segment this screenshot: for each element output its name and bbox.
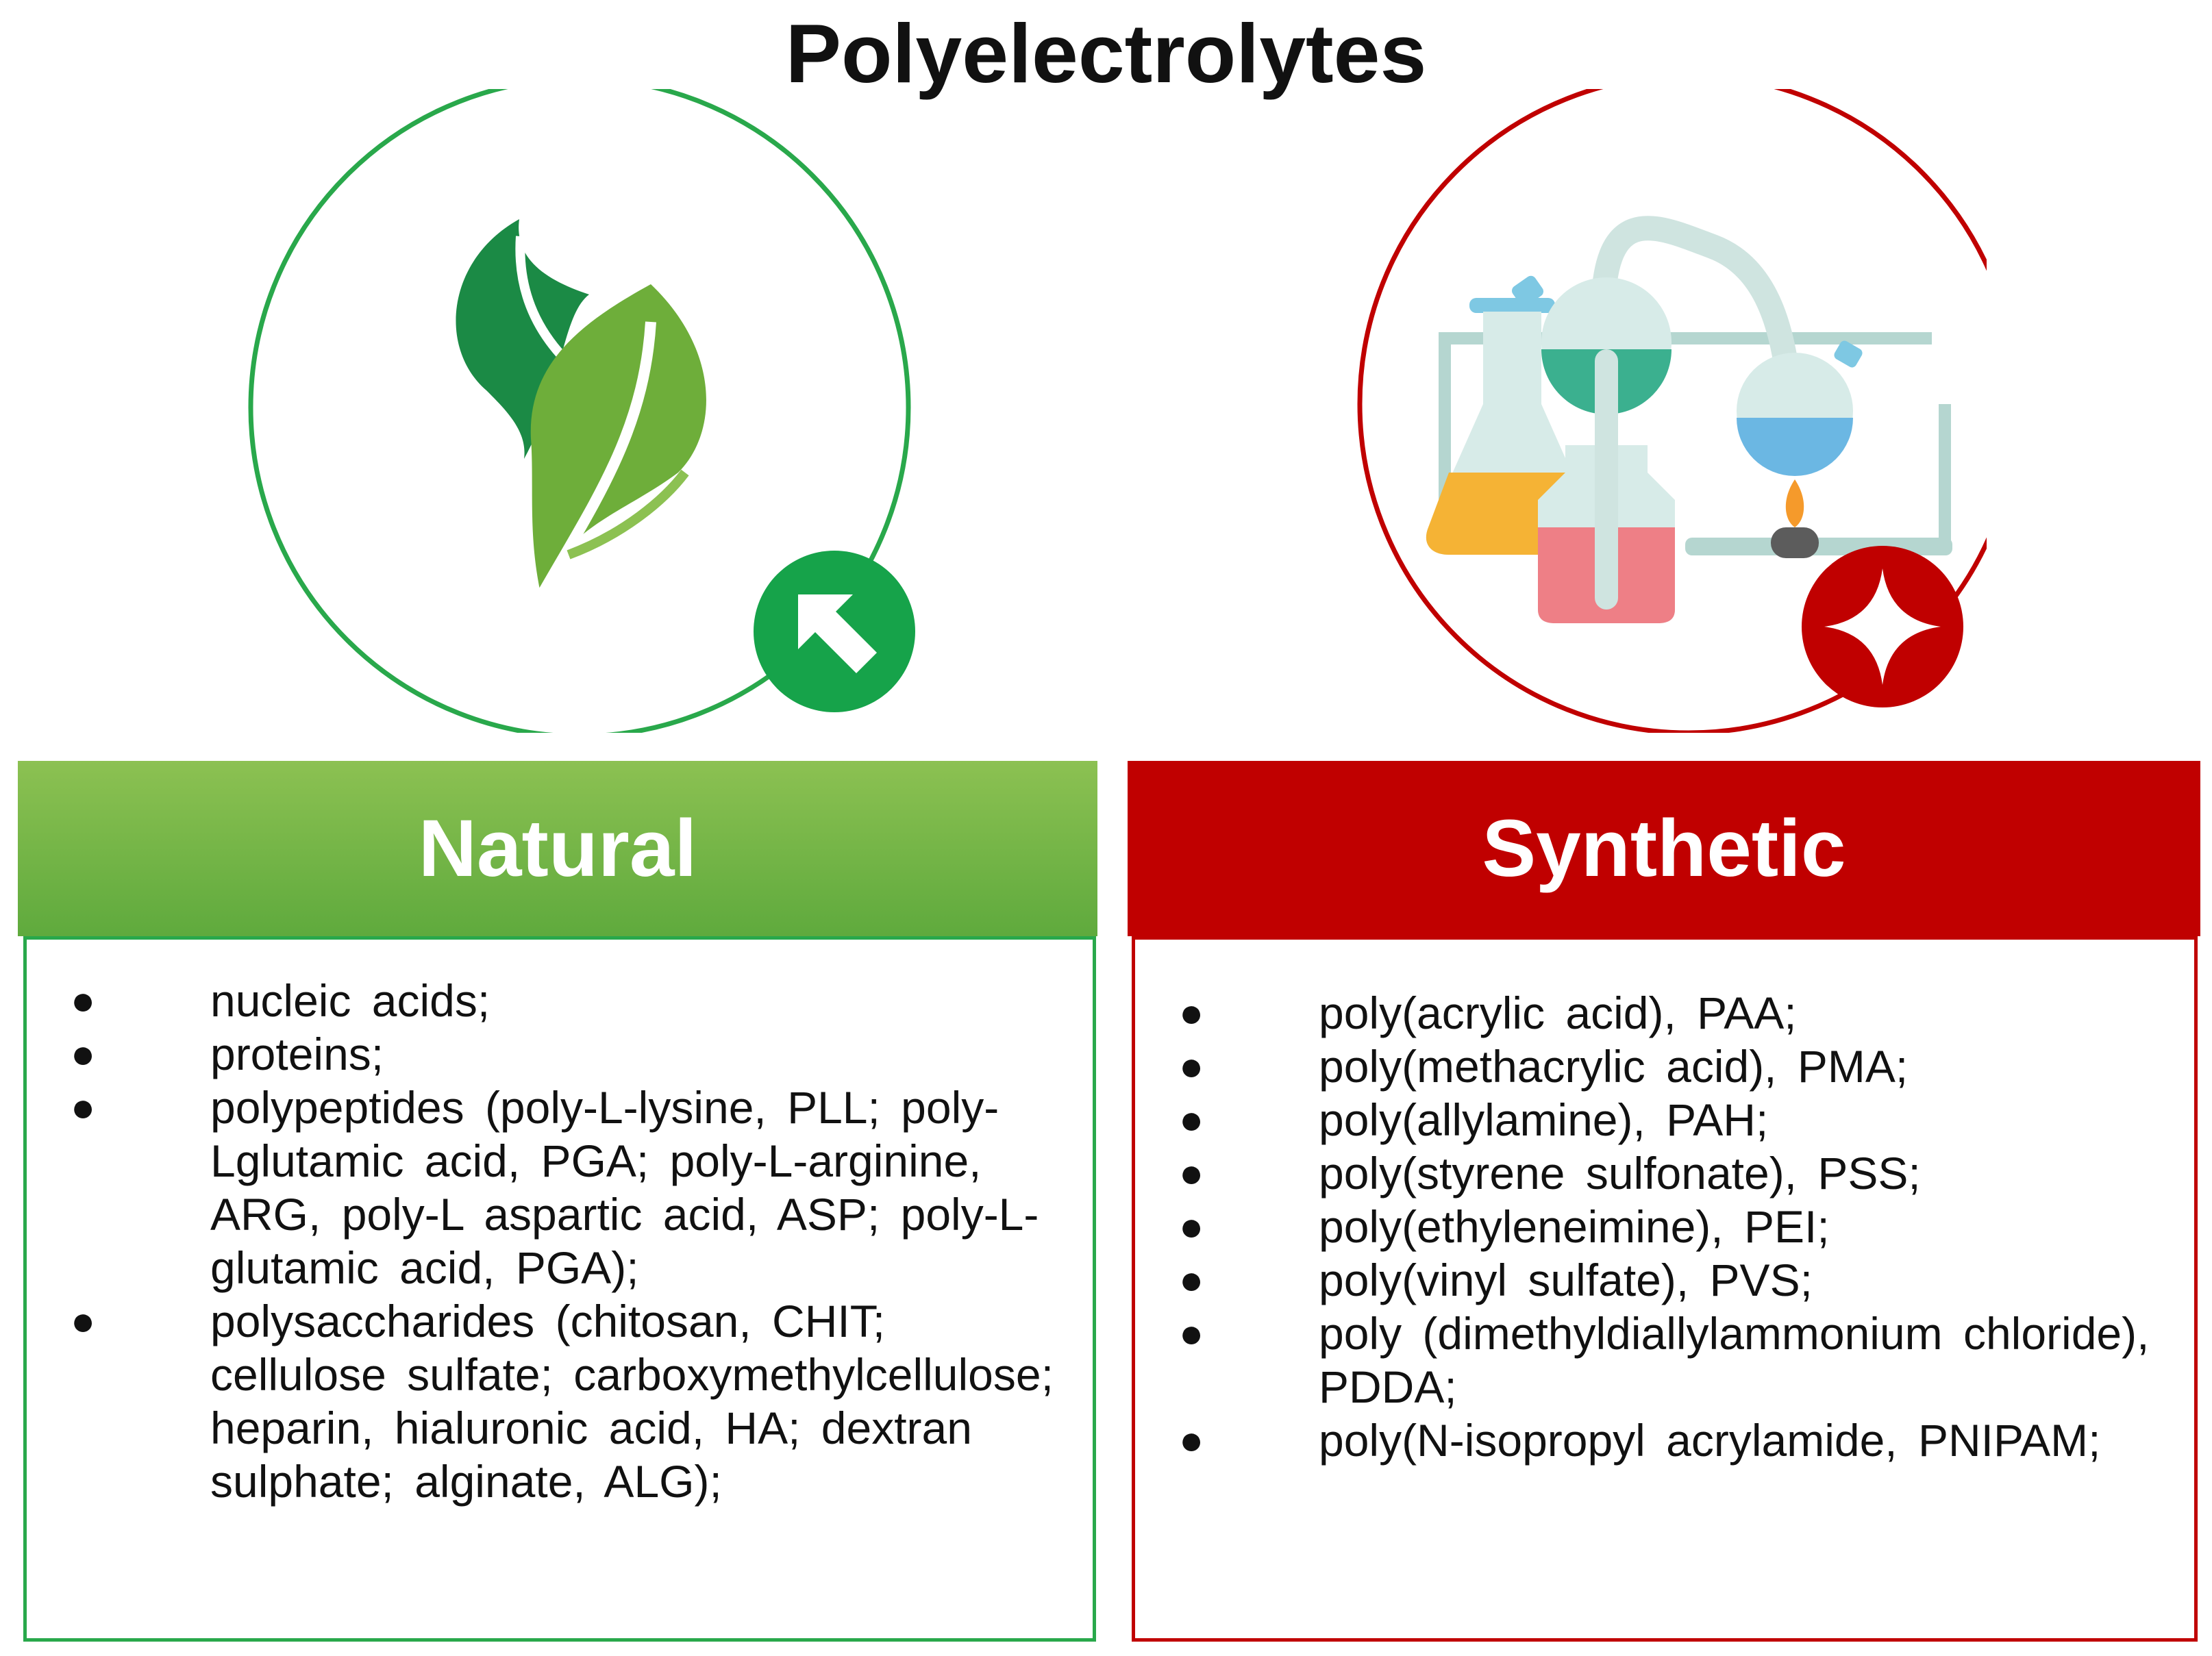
natural-icon-group [248,89,915,733]
bullet-icon: ● [1179,1096,1204,1142]
list-item: ●polysaccharides (chitosan, CHIT; cellul… [71,1296,1054,1507]
synthetic-icon-group [1357,89,1987,733]
natural-list: ●nucleic acids; ●proteins; ●polypeptides… [27,974,1079,1508]
list-item: ●poly(ethyleneimine), PEI; [1179,1201,1830,1252]
list-item: ●poly (dimethyldiallylammonium chloride)… [1179,1308,2150,1412]
four-point-star-icon [1824,568,1941,685]
synthetic-list-box: ●poly(acrylic acid), PAA; ●poly(methacry… [1132,936,2198,1642]
natural-circle [248,89,911,733]
list-item: ●poly(N-isopropyl acrylamide, PNIPAM; [1179,1415,2101,1466]
bullet-icon: ● [1179,1310,1204,1356]
list-item: ●proteins; [71,1029,384,1079]
natural-list-box: ●nucleic acids; ●proteins; ●polypeptides… [23,936,1096,1642]
list-item: ●polypeptides (poly-L-lysine, PLL; poly-… [71,1082,1039,1293]
list-item: ●nucleic acids; [71,975,490,1026]
synthetic-header-label: Synthetic [1482,803,1846,894]
list-item: ●poly(acrylic acid), PAA; [1179,988,1797,1038]
list-item: ●poly(allylamine), PAH; [1179,1094,1769,1145]
bullet-icon: ● [1179,1257,1204,1303]
lab-flasks-icon [1426,216,1952,623]
bullet-icon: ● [1179,1203,1204,1249]
natural-header: Natural [18,761,1097,936]
bullet-icon: ● [71,1084,96,1130]
bullet-icon: ● [1179,1417,1204,1463]
leaf-icon [456,219,706,599]
bullet-icon: ● [71,977,96,1023]
synthetic-header: Synthetic [1128,761,2200,936]
list-item: ●poly(vinyl sulfate), PVS; [1179,1255,1813,1305]
list-item: ●poly(styrene sulfonate), PSS; [1179,1148,1921,1199]
natural-header-label: Natural [418,803,697,894]
synthetic-circle [1357,89,1987,733]
page-title: Polyelectrolytes [785,7,1427,100]
synthetic-list: ●poly(acrylic acid), PAA; ●poly(methacry… [1135,986,2180,1467]
bullet-icon: ● [71,1031,96,1077]
bullet-icon: ● [1179,1150,1204,1196]
bullet-icon: ● [71,1298,96,1344]
list-item: ●poly(methacrylic acid), PMA; [1179,1041,1909,1092]
bullet-icon: ● [1179,1043,1204,1089]
bullet-icon: ● [1179,990,1204,1036]
arrow-up-left-icon [798,594,877,673]
